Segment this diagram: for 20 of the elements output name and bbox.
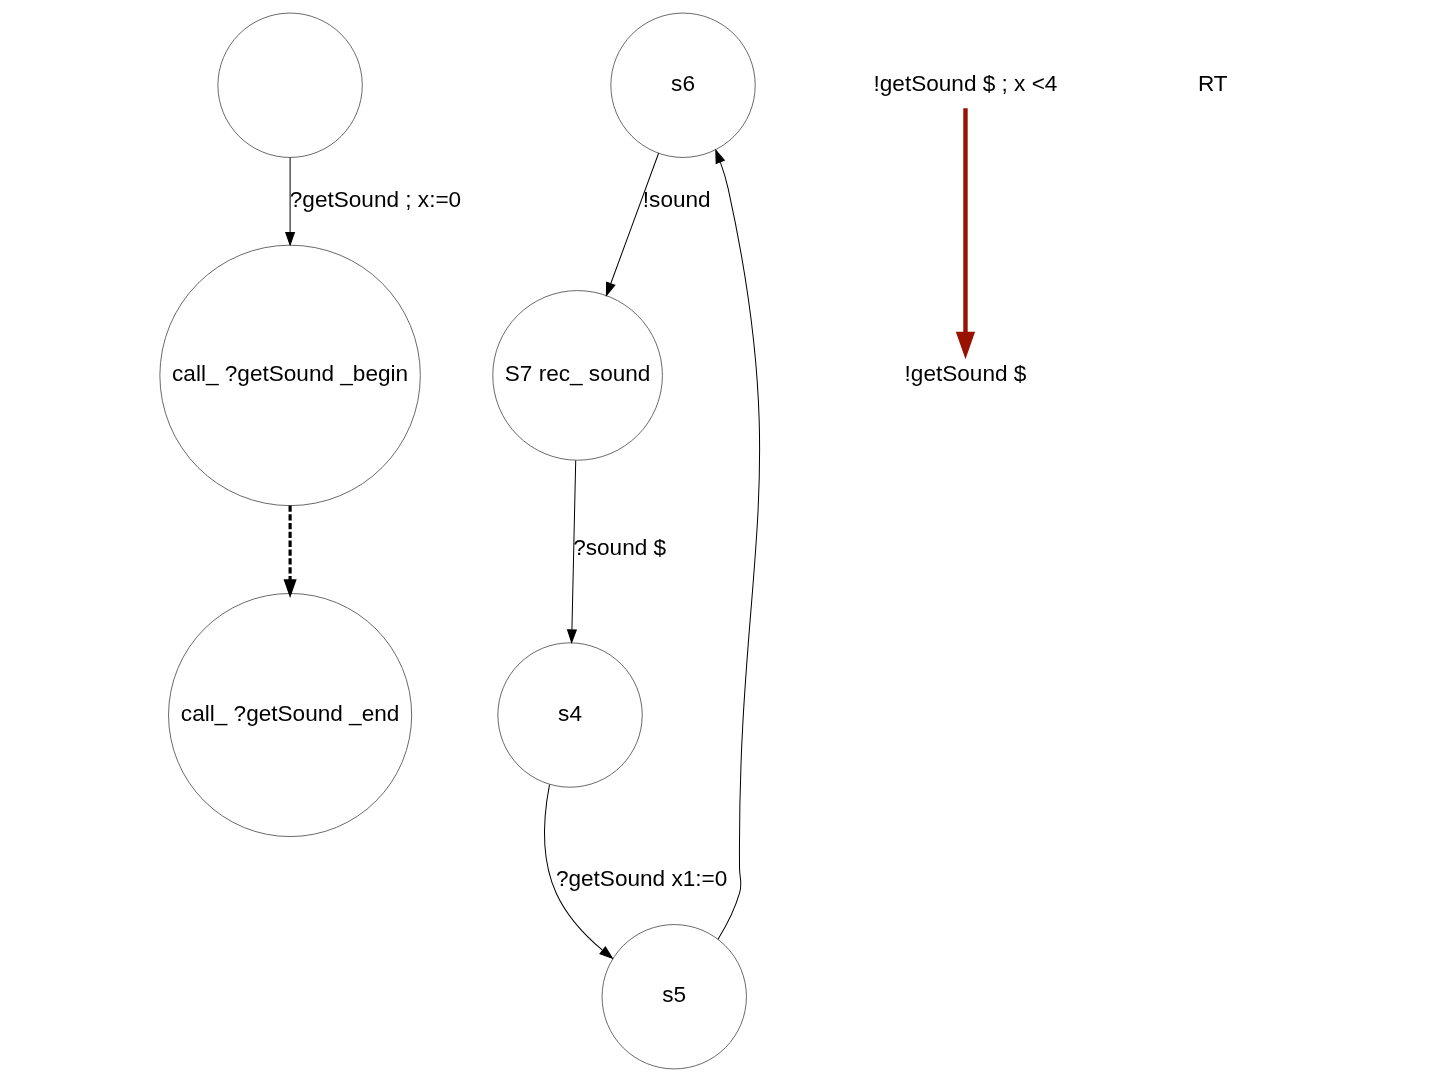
arrow — [567, 459, 577, 643]
edge-label: ?getSound ; x:=0 — [289, 186, 462, 212]
edge-label: !sound — [642, 186, 711, 212]
arrow — [285, 157, 295, 246]
node-text: !getSound $ ; x <4 — [873, 70, 1058, 96]
edge-label: ?sound $ — [573, 534, 667, 560]
label: RT — [1197, 70, 1228, 96]
node-circle — [217, 12, 363, 158]
arrow — [283, 505, 297, 598]
node-circle: s6 — [610, 12, 756, 158]
node-circle: call_ ?getSound _end — [168, 593, 413, 837]
arrow — [544, 784, 613, 959]
node-circle: call_ ?getSound _begin — [159, 244, 421, 507]
node-circle: S7 rec_ sound — [492, 290, 663, 461]
node-text: !getSound $ — [904, 360, 1027, 386]
node-circle: s4 — [497, 642, 643, 788]
edge-label: ?getSound x1:=0 — [555, 866, 728, 892]
arrow — [955, 108, 976, 360]
arrow — [715, 149, 760, 940]
arrow — [605, 152, 660, 297]
